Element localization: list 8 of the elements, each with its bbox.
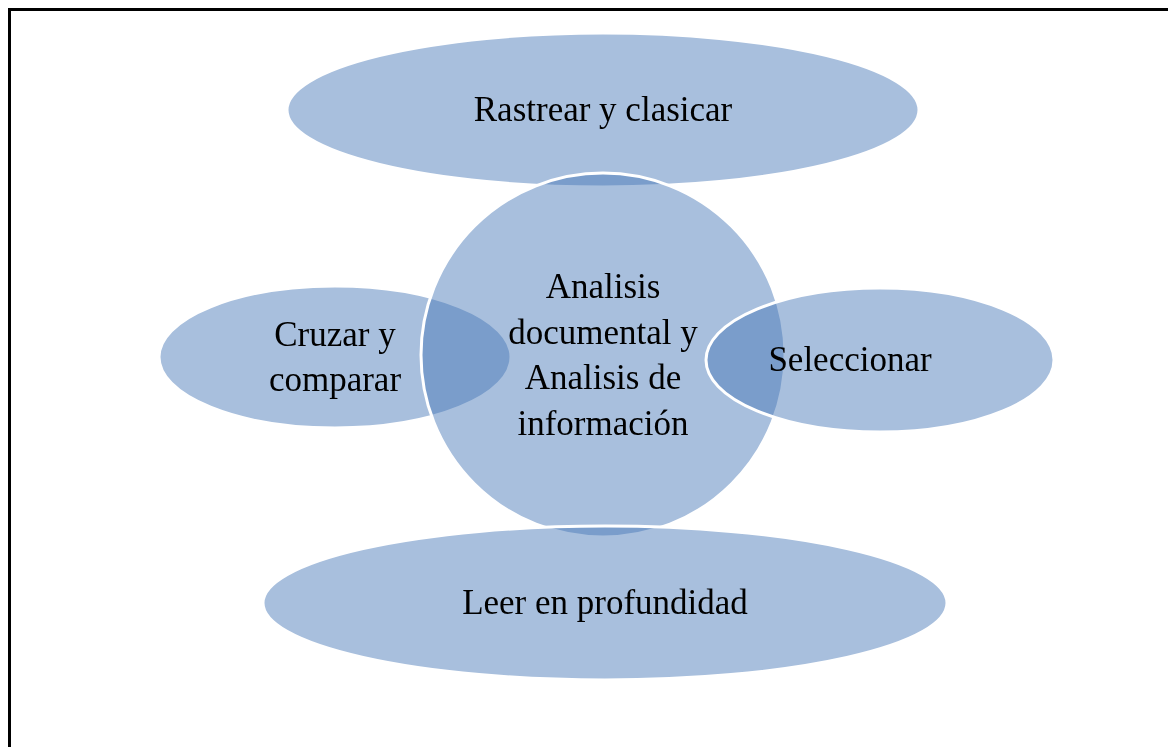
node-label: Leer en profundidad — [462, 582, 748, 625]
node-label: Analisis documental y Analisis de información — [507, 266, 699, 445]
node-label: Rastrear y clasicar — [473, 89, 733, 132]
ellipse-shape — [286, 32, 920, 188]
node-label: Cruzar y comparar — [267, 313, 403, 401]
ellipse-shape — [262, 525, 948, 681]
node-label: Seleccionar — [768, 339, 932, 382]
ellipse-shape — [705, 287, 1055, 433]
